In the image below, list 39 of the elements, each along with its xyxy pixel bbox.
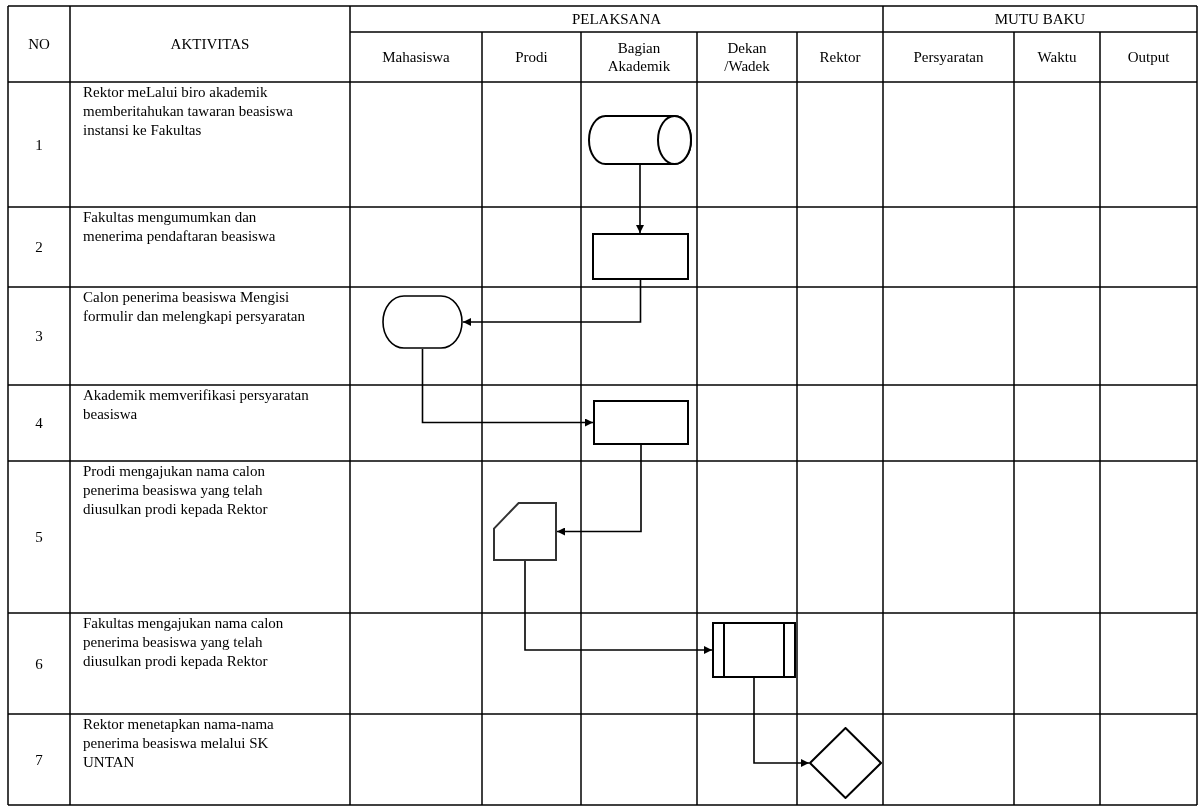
column-header: Prodi bbox=[515, 48, 548, 66]
column-header: Bagian Akademik bbox=[606, 39, 672, 75]
column-header: Persyaratan bbox=[913, 48, 984, 66]
activity-text: Akademik memverifikasi persyaratan beasiswa bbox=[83, 386, 310, 424]
activity-text: Rektor meLalui biro akademik memberitahukan tawaran beasiswa instansi ke Fakultas bbox=[83, 83, 294, 140]
terminator-shape bbox=[382, 295, 463, 349]
column-header: Mahasiswa bbox=[382, 48, 450, 66]
activity-text: Fakultas mengajukan nama calon penerima beasiswa yang telah diusulkan prodi kepada Rektor bbox=[83, 614, 285, 671]
decision-diamond bbox=[809, 727, 882, 799]
activity-text: Rektor menetapkan nama-nama penerima beasiswa melalui SK UNTAN bbox=[83, 715, 275, 772]
column-header: Rektor bbox=[819, 48, 861, 66]
row-number: 1 bbox=[35, 135, 43, 154]
column-header: MUTU BAKU bbox=[994, 10, 1086, 28]
activity-text: Calon penerima beasiswa Mengisi formulir dan melengkapi persyaratan bbox=[83, 288, 306, 326]
cylinder-symbol bbox=[588, 115, 692, 165]
row-number: 2 bbox=[35, 238, 43, 256]
activity-text: Fakultas mengumumkan dan menerima pendaftaran beasiswa bbox=[83, 208, 277, 246]
row-number: 5 bbox=[35, 528, 43, 546]
arrow bbox=[462, 279, 642, 326]
row-number: 7 bbox=[35, 750, 43, 769]
row-number: 6 bbox=[35, 654, 43, 673]
column-header: NO bbox=[28, 35, 50, 53]
column-header: AKTIVITAS bbox=[170, 35, 250, 53]
card-shape bbox=[493, 502, 557, 561]
arrow bbox=[556, 444, 642, 536]
column-header: PELAKSANA bbox=[571, 10, 662, 28]
arrow bbox=[753, 677, 810, 767]
arrow bbox=[524, 560, 713, 654]
column-header: Dekan /Wadek bbox=[723, 39, 771, 75]
process-box bbox=[593, 400, 689, 445]
activity-text: Prodi mengajukan nama calon penerima beasiswa yang telah diusulkan prodi kepada Rektor bbox=[83, 462, 269, 519]
predefined-process-box bbox=[712, 622, 796, 678]
arrow bbox=[421, 348, 594, 427]
arrow bbox=[636, 164, 644, 234]
process-box bbox=[592, 233, 689, 280]
row-number: 4 bbox=[35, 414, 43, 432]
column-header: Output bbox=[1127, 48, 1170, 66]
row-number: 3 bbox=[35, 327, 43, 345]
column-header: Waktu bbox=[1037, 48, 1077, 66]
